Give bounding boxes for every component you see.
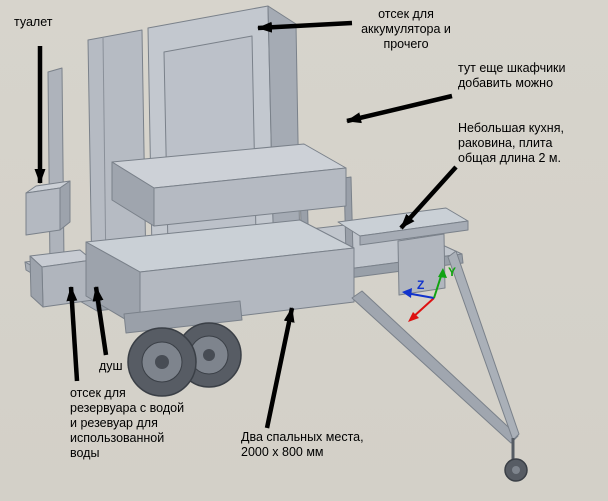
axis-triad: Y Z (402, 265, 456, 322)
wheels (123, 300, 243, 397)
tank-side (29, 255, 44, 308)
axis-z-label: Z (417, 278, 424, 292)
axis-y-head (438, 268, 447, 278)
upper-bed-end (111, 161, 155, 227)
tank-front (41, 259, 94, 308)
label-cabinets: тут еще шкафчики добавить можно (458, 61, 566, 90)
panel-shower-edge (102, 36, 107, 275)
label-toilet: туалет (14, 15, 53, 29)
wheel-fender (123, 300, 243, 334)
label-kitchen: Небольшая кухня, раковина, плита общая д… (458, 121, 564, 165)
counter-web (397, 233, 446, 296)
counter-front-edge (359, 220, 469, 246)
arrow-beds (264, 307, 295, 429)
label-water-tank: отсек для резервуара с водой и резевуар … (70, 386, 185, 460)
drawbar (351, 250, 528, 482)
axis-x-head (408, 312, 419, 322)
arrow-battery-compartment (257, 20, 353, 33)
jockey-wheel (504, 458, 528, 482)
annotation-arrows (34, 20, 458, 429)
drawbar-beam-left (351, 290, 519, 444)
arrow-water-tank (66, 286, 80, 382)
arrow-kitchen (399, 165, 458, 230)
water-tank-box (29, 249, 94, 308)
label-battery-compartment: отсек для аккумулятора и прочего (361, 7, 451, 51)
arrow-cabinets (346, 93, 453, 124)
panel-left-narrow (47, 67, 65, 269)
drawbar-beam-right (447, 250, 520, 441)
wheel-front (127, 327, 197, 397)
label-beds: Два спальных места, 2000 x 800 мм (241, 430, 364, 459)
label-shower: душ (99, 359, 123, 373)
trailer-model (24, 5, 528, 482)
toilet-box-side (59, 180, 71, 231)
toilet-box-front (25, 187, 61, 236)
axis-z-head (402, 288, 412, 298)
toilet-box (25, 180, 71, 236)
arrow-shower (92, 286, 109, 356)
upper-bed (111, 143, 347, 227)
axis-y-label: Y (448, 265, 456, 279)
